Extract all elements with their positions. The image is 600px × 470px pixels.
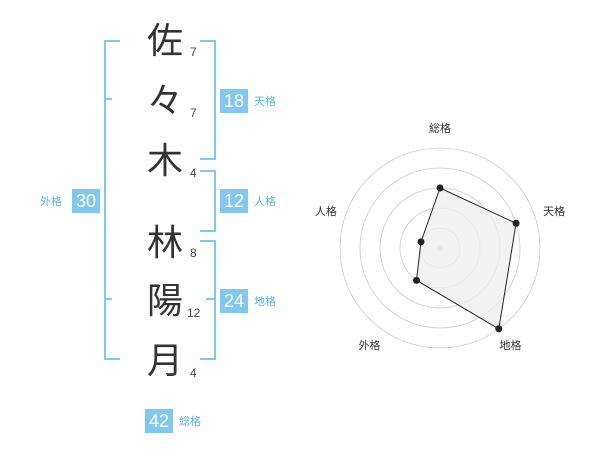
name-char-6: 月 <box>146 341 183 382</box>
gaikaku-label: 外格 <box>40 195 62 208</box>
name-char-5: 陽 <box>146 281 183 322</box>
name-char-4: 林 <box>146 223 183 264</box>
gaikaku-value: 30 <box>72 189 100 213</box>
tenkaku-value: 18 <box>220 89 248 113</box>
chikaku-label: 地格 <box>254 295 276 308</box>
gaikaku-bracket <box>104 40 120 360</box>
chikaku-value: 24 <box>220 289 248 313</box>
stroke-count-4: 8 <box>190 246 197 260</box>
jinkaku-value: 12 <box>220 189 248 213</box>
radar-point-4 <box>412 276 420 284</box>
tenkaku-bracket <box>200 40 216 160</box>
gaikaku-tick-1 <box>104 98 112 100</box>
chikaku-bracket <box>200 240 216 360</box>
radar-axis-label-1: 総格 <box>429 121 451 135</box>
name-char-3: 木 <box>146 141 183 182</box>
radar-axis-label-2: 天格 <box>543 204 565 218</box>
radar-series-area <box>415 187 517 330</box>
soukaku-label: 総格 <box>179 415 201 428</box>
jinkaku-label: 人格 <box>254 195 276 208</box>
stroke-count-6: 4 <box>190 366 197 380</box>
jinkaku-bracket <box>200 170 216 232</box>
stroke-count-3: 4 <box>190 166 197 180</box>
radar-point-5 <box>417 238 425 246</box>
stroke-count-5: 12 <box>187 306 201 320</box>
soukaku-value: 42 <box>145 409 173 433</box>
stroke-count-1: 7 <box>190 45 197 59</box>
radar-axis-label-3: 地格 <box>500 338 522 352</box>
name-char-1: 佐 <box>146 21 183 62</box>
radar-axis-label-4: 外格 <box>358 338 380 352</box>
radar-axis-label-5: 人格 <box>315 204 337 218</box>
gaikaku-tick-2 <box>104 298 112 300</box>
radar-ring-5 <box>339 147 541 349</box>
chikaku-tick <box>206 298 214 300</box>
radar-ring-4 <box>359 167 521 329</box>
tenkaku-label: 天格 <box>254 95 276 108</box>
radar-points <box>412 184 520 333</box>
radar-point-3 <box>495 325 503 333</box>
name-char-2: 々 <box>146 81 183 122</box>
radar-point-1 <box>436 184 444 192</box>
radar-point-2 <box>512 219 520 227</box>
stroke-count-2: 7 <box>190 106 197 120</box>
